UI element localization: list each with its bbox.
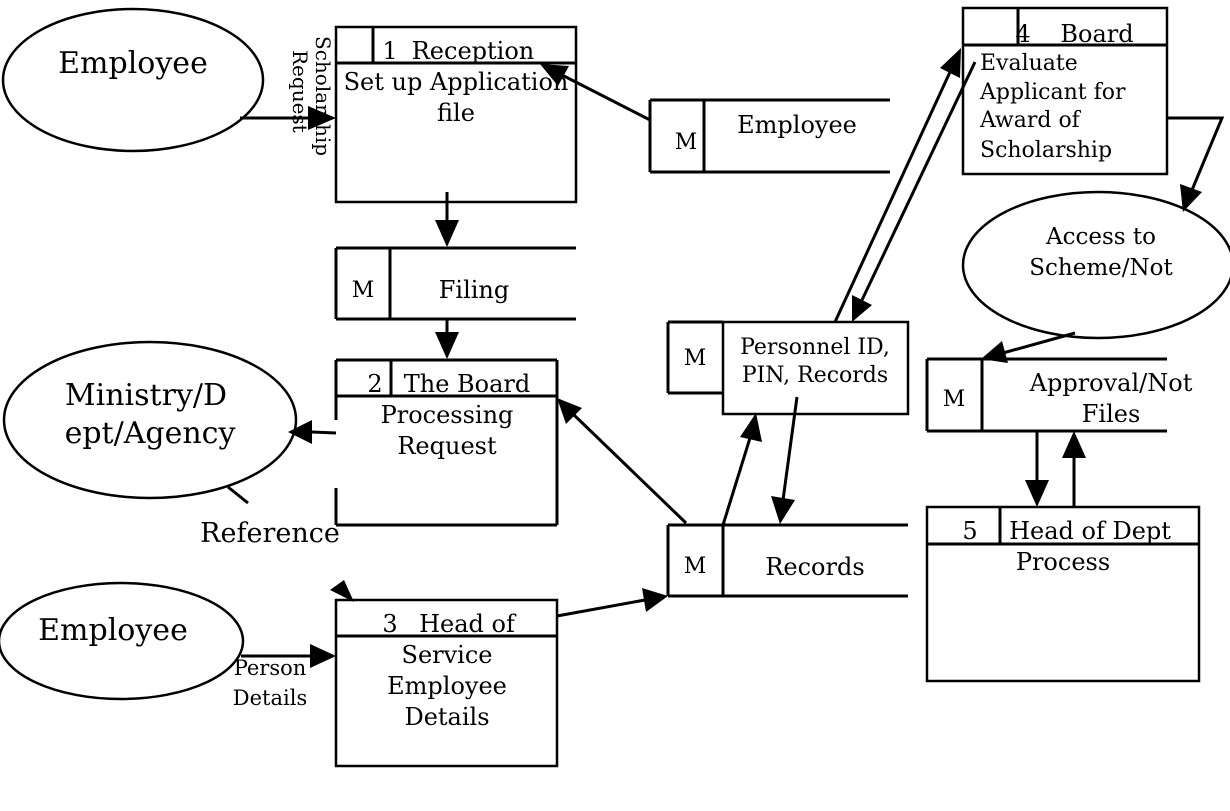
flow-process4-to-personnel-head (852, 295, 872, 322)
entity-employee-bottom: Employee (0, 581, 245, 701)
datastore-personnel-name-line2: PIN, Records (742, 363, 888, 388)
flow-personnel-to-records (781, 396, 799, 501)
entity-ministry-label-line1: Ministry/D (65, 378, 227, 413)
process-1-reception: 1 Reception Set up Application file (334, 25, 578, 204)
flow-label-details: Details (233, 686, 307, 710)
flow-personnel-to-process4-head (940, 48, 961, 78)
datastore-records-name: Records (765, 553, 864, 581)
process-4-board: 4 Board Evaluate Applicant for Award of … (961, 6, 1169, 176)
datastore-approval-name-line1: Approval/Not (1029, 369, 1193, 397)
flow-employee-to-process3-head (310, 644, 336, 668)
flow-label-reference: Reference (200, 518, 340, 549)
flow-process3-to-records-head (642, 588, 668, 612)
flow-label-scholarship: Scholarship (311, 36, 335, 156)
process-5-number: 5 (962, 517, 977, 545)
flow-decision-to-approval-head (981, 341, 1008, 363)
entity-ministry-label-line2: ept/Agency (65, 416, 236, 451)
datastore-employee: M Employee (648, 98, 890, 174)
decision-line1: Access to (1045, 224, 1156, 250)
datastore-approval-id: M (943, 387, 966, 412)
datastore-filing-name: Filing (439, 276, 510, 304)
process-3-number: 3 (382, 610, 397, 638)
process-5-text-line1: Process (1016, 548, 1110, 576)
process-4-number: 4 (1015, 20, 1030, 48)
datastore-approval: M Approval/Not Files (925, 357, 1193, 433)
flow-process2-to-ministry-head (288, 420, 312, 444)
entity-employee-bottom-label: Employee (38, 613, 188, 648)
process-3-text-line3: Details (404, 703, 489, 731)
datastore-records: M Records (666, 523, 908, 598)
datastore-personnel-id: M (684, 346, 707, 371)
process-1-text-line1: Set up Application (344, 68, 569, 96)
flow-employee-store-to-process1-head (540, 64, 569, 86)
flow-process4-to-decision (1167, 116, 1225, 191)
datastore-approval-name-line2: Files (1082, 400, 1141, 428)
process-1-text-line2: file (437, 99, 475, 127)
flow-process4-to-personnel (860, 61, 977, 301)
flow-process1-to-filing-head (435, 220, 459, 247)
flow-lines (227, 48, 1225, 668)
flow-ministry-to-reference (227, 485, 249, 505)
datastore-personnel: M Personnel ID, PIN, Records (666, 320, 910, 416)
process-3-owner: Head of (419, 610, 517, 638)
process-4-text-line3: Award of (979, 108, 1082, 133)
flow-filing-to-process2-head (435, 332, 459, 359)
process-2-the-board: 2 The Board Processing Request (334, 358, 559, 527)
datastore-employee-name: Employee (737, 111, 857, 139)
flow-reference-to-process3-head (330, 580, 354, 602)
flow-label-scholarship-request: Scholarship Request (288, 36, 335, 156)
flow-process5-to-approval-head (1062, 431, 1086, 458)
datastore-filing-id: M (352, 278, 375, 303)
process-2-text-line1: Processing (381, 401, 514, 429)
flow-decision-to-approval (1002, 331, 1076, 355)
decision-line2: Scheme/Not (1029, 255, 1173, 281)
datastore-employee-id: M (675, 130, 698, 155)
flow-records-to-personnel (721, 437, 752, 526)
process-4-text-line1: Evaluate (980, 51, 1078, 76)
process-2-text-line2: Request (397, 432, 497, 460)
process-2-owner: The Board (404, 370, 531, 398)
process-1-owner: Reception (412, 37, 535, 65)
flow-records-to-process2-head (557, 398, 582, 424)
entity-ministry: Ministry/D ept/Agency (2, 340, 298, 500)
flow-records-to-personnel-head (740, 413, 762, 442)
flow-process2-to-ministry (311, 430, 337, 435)
process-3-head-of-service: 3 Head of Service Employee Details (334, 598, 559, 768)
entity-employee-top: Employee (1, 7, 265, 153)
decision-access-to-scheme: Access to Scheme/Not (961, 190, 1230, 340)
process-4-text-line2: Applicant for (979, 80, 1126, 105)
flow-employee-store-to-process1 (561, 73, 651, 122)
flow-personnel-to-records-head (771, 496, 795, 524)
process-4-owner: Board (1060, 20, 1133, 48)
process-3-text-line1: Service (402, 641, 493, 669)
flow-process3-to-records (556, 598, 646, 618)
process-5-owner: Head of Dept (1009, 517, 1171, 545)
process-1-number: 1 (382, 37, 397, 65)
datastore-personnel-name-line1: Personnel ID, (740, 335, 890, 360)
datastore-filing: M Filing (334, 246, 576, 321)
flow-process4-to-decision-head (1180, 184, 1202, 212)
flow-records-to-process2 (571, 412, 688, 525)
process-3-text-line2: Employee (387, 672, 507, 700)
process-2-number: 2 (367, 370, 382, 398)
flow-employee-to-process1-head (308, 106, 336, 130)
entity-employee-top-label: Employee (58, 46, 208, 81)
flow-personnel-to-process4 (833, 71, 952, 323)
process-4-text-line4: Scholarship (980, 138, 1112, 163)
flow-approval-to-process5-head (1025, 480, 1049, 507)
process-5-head-of-dept: 5 Head of Dept Process (925, 505, 1201, 683)
datastore-records-id: M (684, 554, 707, 579)
flow-label-person: Person (234, 656, 307, 680)
